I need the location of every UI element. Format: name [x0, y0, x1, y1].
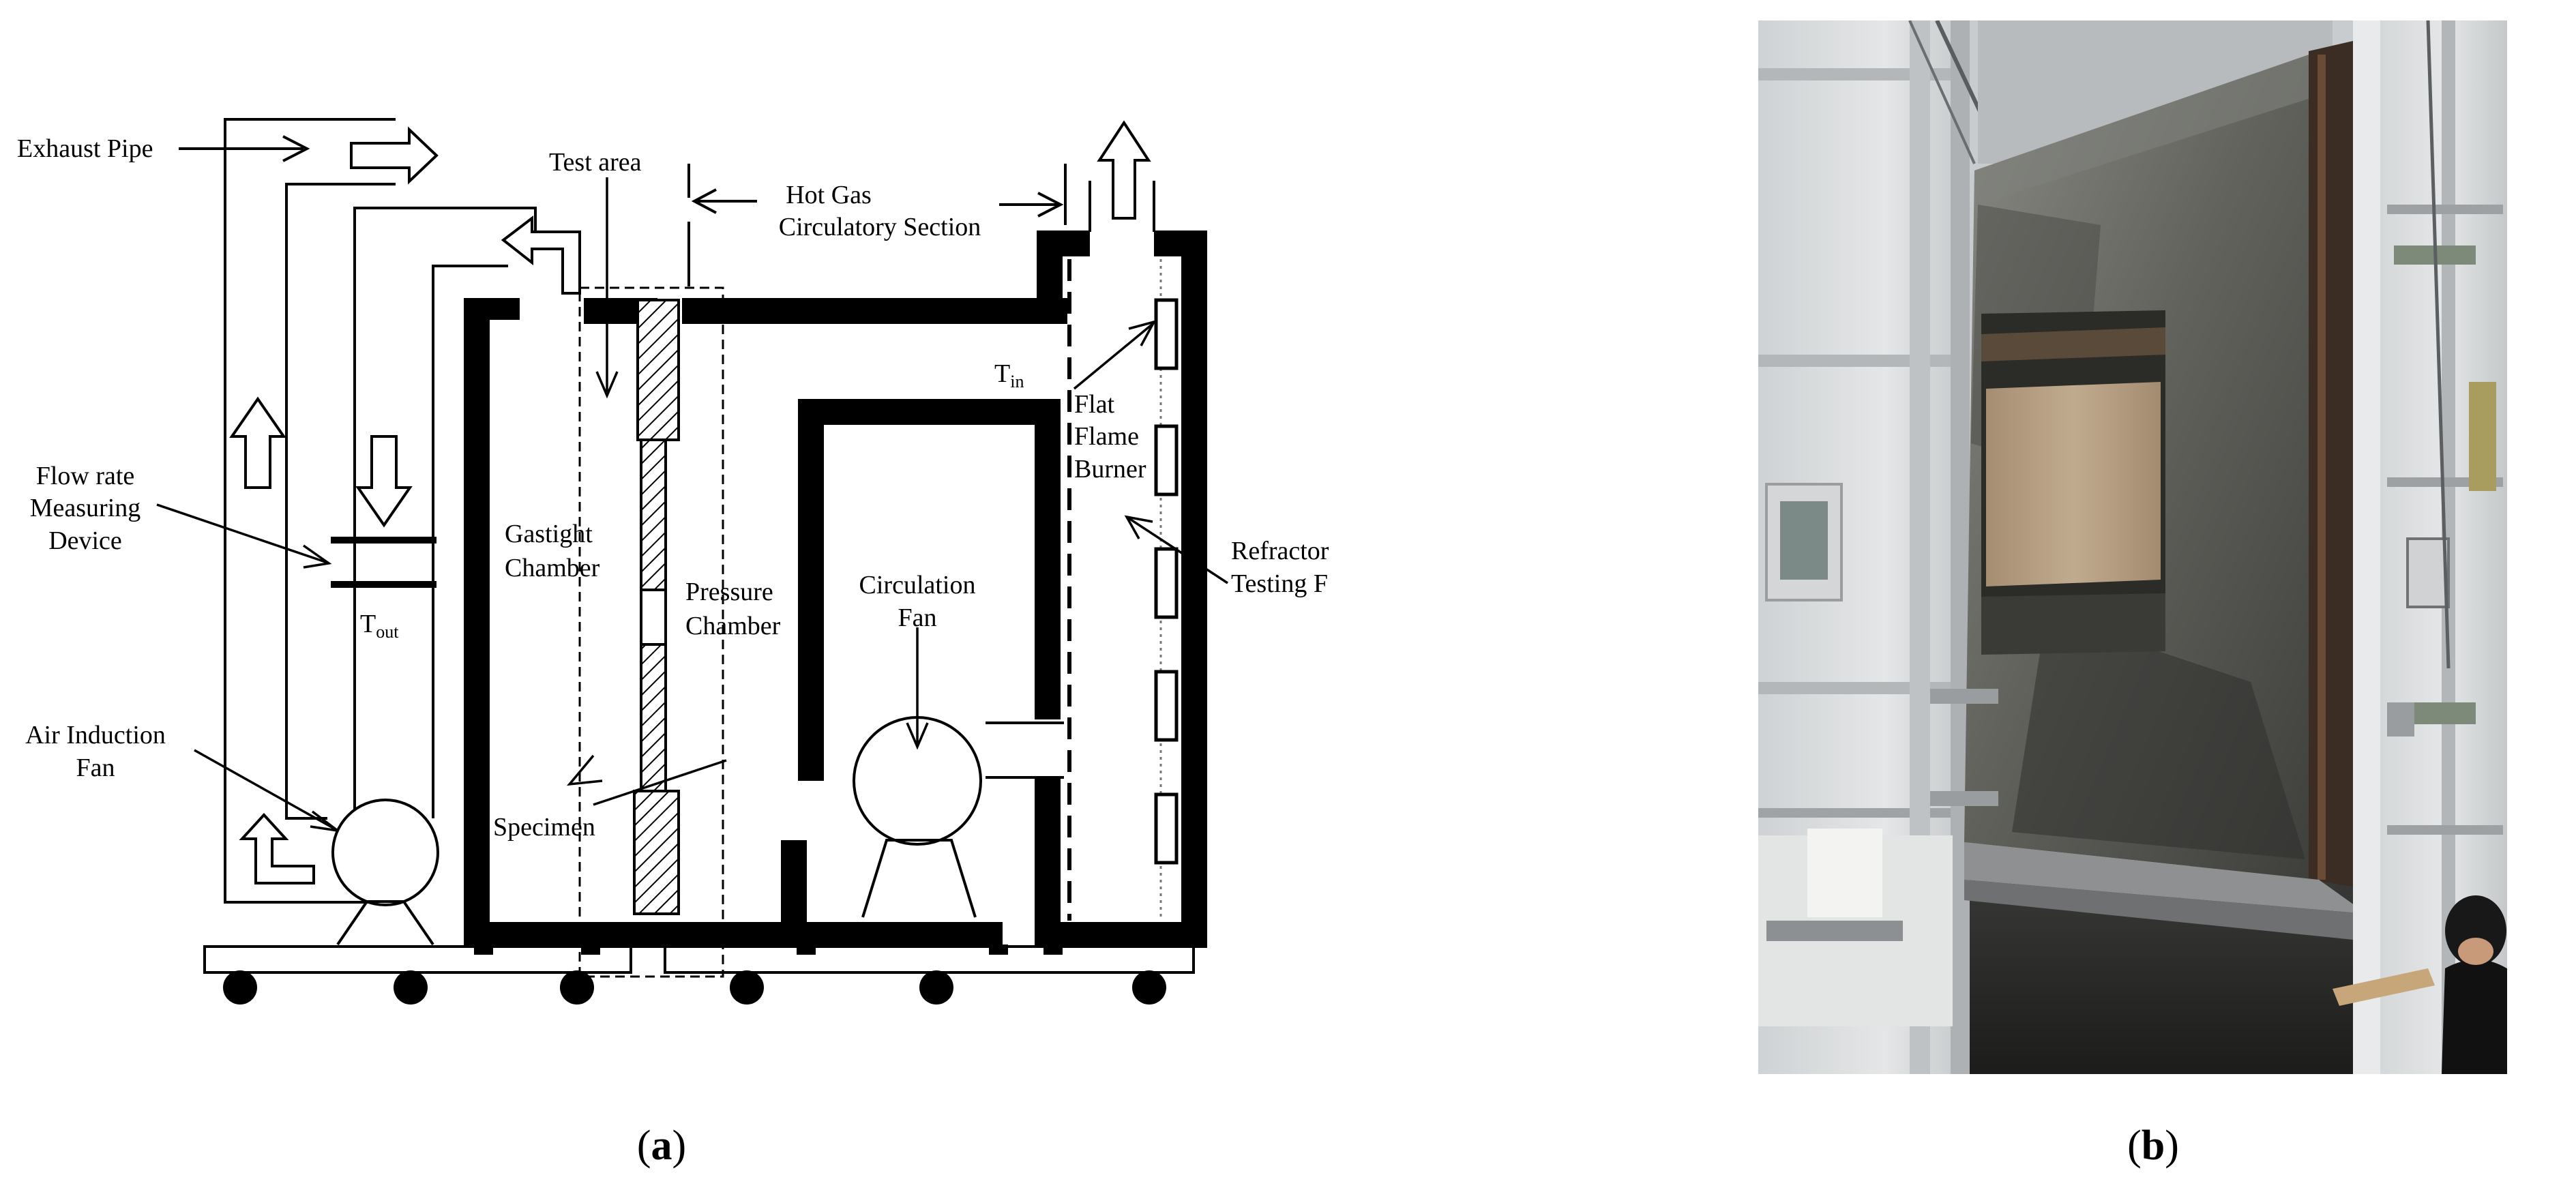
- hot-gas-dimension: [687, 164, 1067, 286]
- down-flow-arrow-icon: [355, 435, 413, 528]
- up-flow-arrow-icon: [229, 396, 286, 489]
- inlet-arrow-icon: [239, 813, 315, 884]
- flat-flame-burners: [1154, 298, 1179, 865]
- furnace-photo: [1758, 20, 2507, 1074]
- specimen-label: Specimen: [493, 813, 595, 842]
- furnace-schematic: Exhaust Pipe Test area Hot Gas Circulato…: [17, 118, 1329, 1005]
- air-induction-label-1: Air Induction: [25, 721, 166, 749]
- air-induction-fan: [331, 799, 439, 946]
- furnace-walls: [464, 230, 1207, 955]
- base-rails: [203, 945, 1195, 974]
- gastight-label-2: Chamber: [505, 554, 600, 582]
- test-area-boundary: [578, 286, 724, 978]
- outlet-up-arrow-icon: [1097, 120, 1151, 220]
- caption-b-letter: b: [2141, 1122, 2165, 1169]
- refractory-label-1: Refractor: [1231, 537, 1329, 565]
- hot-gas-label-1: Hot Gas: [786, 181, 872, 209]
- diagram-labels: Exhaust Pipe Test area Hot Gas Circulato…: [17, 134, 1329, 842]
- fan-duct: [986, 722, 1064, 779]
- flow-rate-label-3: Device: [48, 526, 122, 555]
- flow-rate-measuring-device: [331, 537, 436, 588]
- flow-rate-label-2: Measuring: [30, 494, 141, 522]
- test-area-label: Test area: [549, 148, 642, 177]
- pressure-label-2: Chamber: [685, 612, 781, 640]
- circulation-label-1: Circulation: [859, 571, 976, 599]
- air-induction-label-2: Fan: [76, 754, 115, 782]
- return-arrow-icon: [501, 215, 581, 295]
- circulation-label-2: Fan: [898, 604, 937, 632]
- specimen: [633, 299, 680, 915]
- pressure-label-1: Pressure: [685, 578, 773, 606]
- refractory-label-2: Testing F: [1231, 569, 1328, 598]
- hot-gas-outlet: [1089, 181, 1155, 232]
- hot-gas-label-2: Circulatory Section: [779, 213, 981, 241]
- leader-arrows: [156, 177, 1228, 832]
- exhaust-label-pointer: [179, 135, 310, 162]
- caption-a: (a): [636, 1122, 687, 1169]
- wood-test-panel: [1986, 382, 2161, 586]
- t-in-label: Tin: [994, 359, 1024, 391]
- flow-rate-label-1: Flow rate: [36, 462, 135, 490]
- wheels: [223, 970, 1166, 1005]
- exhaust-outlet-arrow-icon: [350, 126, 439, 185]
- caption-a-letter: a: [651, 1122, 672, 1169]
- exhaust-pipe: [224, 118, 537, 904]
- gastight-label-1: Gastight: [505, 520, 593, 548]
- flat-flame-label-2: Flame: [1074, 422, 1139, 451]
- caption-b: (b): [2127, 1122, 2179, 1169]
- flat-flame-label-1: Flat: [1074, 390, 1115, 419]
- flat-flame-label-3: Burner: [1074, 455, 1146, 484]
- exhaust-pipe-label: Exhaust Pipe: [17, 134, 153, 163]
- t-out-label: Tout: [360, 610, 399, 642]
